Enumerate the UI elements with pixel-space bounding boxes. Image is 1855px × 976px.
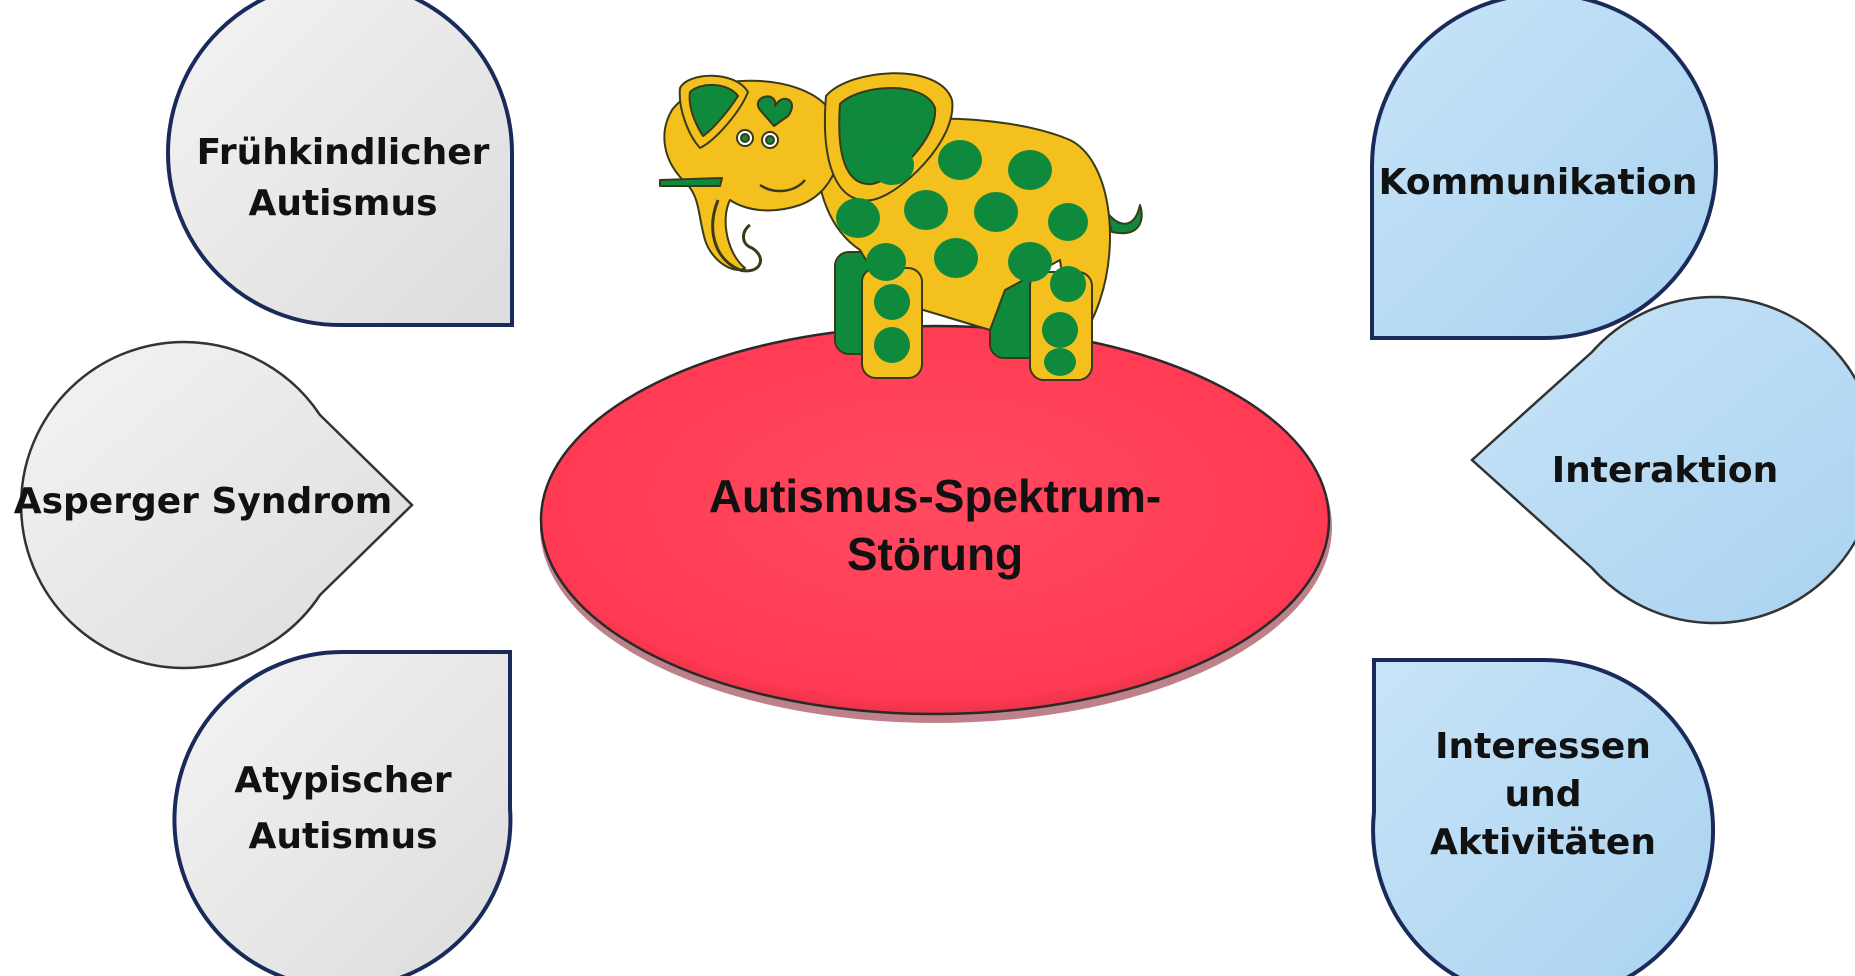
right-node-shape-2 <box>1470 295 1855 625</box>
right-node-label-3c: Aktivitäten <box>1430 822 1656 863</box>
left-node-label-3a: Atypischer <box>234 760 451 801</box>
right-node-label-3a: Interessen <box>1435 726 1651 767</box>
left-node-label-3b: Autismus <box>248 816 437 857</box>
left-node-shape-3 <box>172 650 513 976</box>
left-node-shape-1 <box>166 0 514 327</box>
right-node-shape-3 <box>1371 658 1716 976</box>
elephant-illustration <box>659 72 1143 381</box>
right-node-label-2: Interaktion <box>1552 450 1779 491</box>
right-node-label-1: Kommunikation <box>1379 162 1698 203</box>
left-node-label-2: Asperger Syndrom <box>14 481 393 522</box>
center-ellipse <box>539 324 1331 716</box>
left-node-label-1a: Frühkindlicher <box>197 132 490 173</box>
left-node-shape-2 <box>19 340 414 670</box>
right-node-label-3b: und <box>1504 774 1581 815</box>
left-node-label-1b: Autismus <box>248 183 437 224</box>
right-node-shape-1 <box>1370 0 1718 340</box>
center-label-line2: Störung <box>847 528 1023 580</box>
center-label-line1: Autismus-Spektrum- <box>709 470 1161 522</box>
